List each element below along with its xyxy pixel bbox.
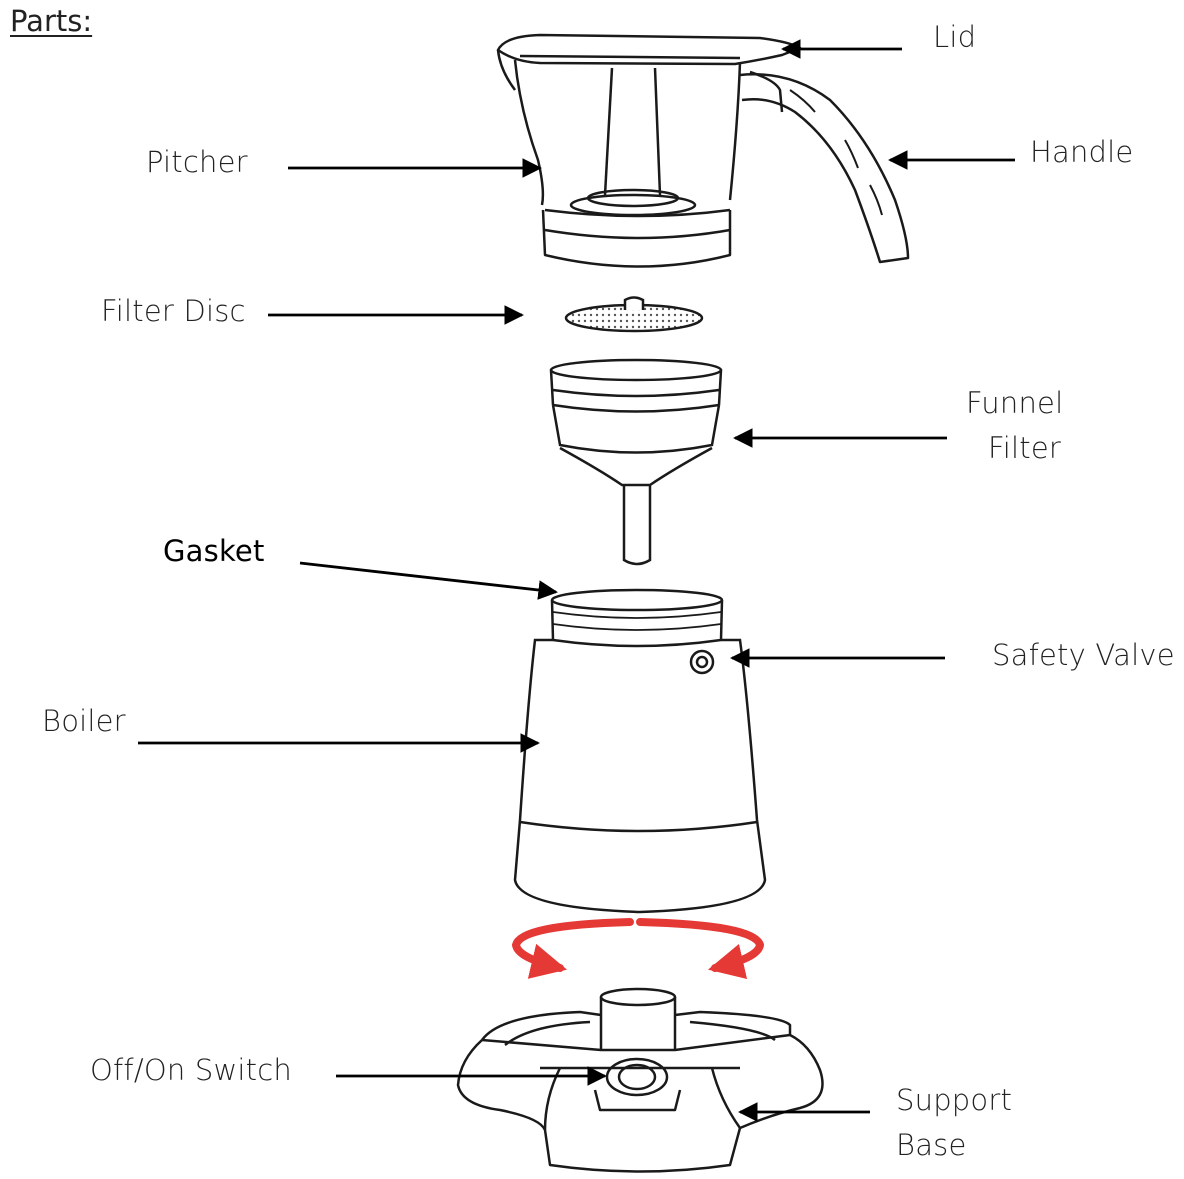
- pitcher-part: [496, 33, 910, 268]
- support-base-part: [456, 987, 824, 1173]
- label-funnel-filter-line1: Funnel: [966, 386, 1064, 420]
- label-safety-valve: Safety Valve: [992, 638, 1175, 672]
- label-off-on-switch: Off/On Switch: [90, 1053, 292, 1087]
- label-funnel-filter-line2: Filter: [988, 431, 1062, 465]
- label-boiler: Boiler: [42, 704, 126, 738]
- label-support-base-line2: Base: [896, 1128, 967, 1162]
- label-filter-disc: Filter Disc: [101, 294, 246, 328]
- lid-part: [496, 33, 802, 66]
- boiler-part: [513, 588, 767, 914]
- safety-valve-part: [689, 649, 715, 675]
- handle-part: [739, 73, 910, 264]
- label-lid: Lid: [933, 20, 977, 54]
- funnel-filter-part: [549, 358, 723, 566]
- filter-disc-part: [564, 296, 704, 333]
- off-on-switch-part: [605, 1057, 669, 1097]
- rotation-indicator: [511, 918, 765, 980]
- label-handle: Handle: [1030, 135, 1134, 169]
- arrow-gasket: [299, 561, 558, 600]
- gasket-part: [550, 588, 724, 612]
- label-gasket: Gasket: [163, 534, 265, 568]
- parts-heading: Parts:: [10, 4, 93, 38]
- label-pitcher: Pitcher: [146, 145, 248, 179]
- leader-arrows: [138, 39, 1015, 1122]
- label-support-base-line1: Support: [896, 1083, 1013, 1117]
